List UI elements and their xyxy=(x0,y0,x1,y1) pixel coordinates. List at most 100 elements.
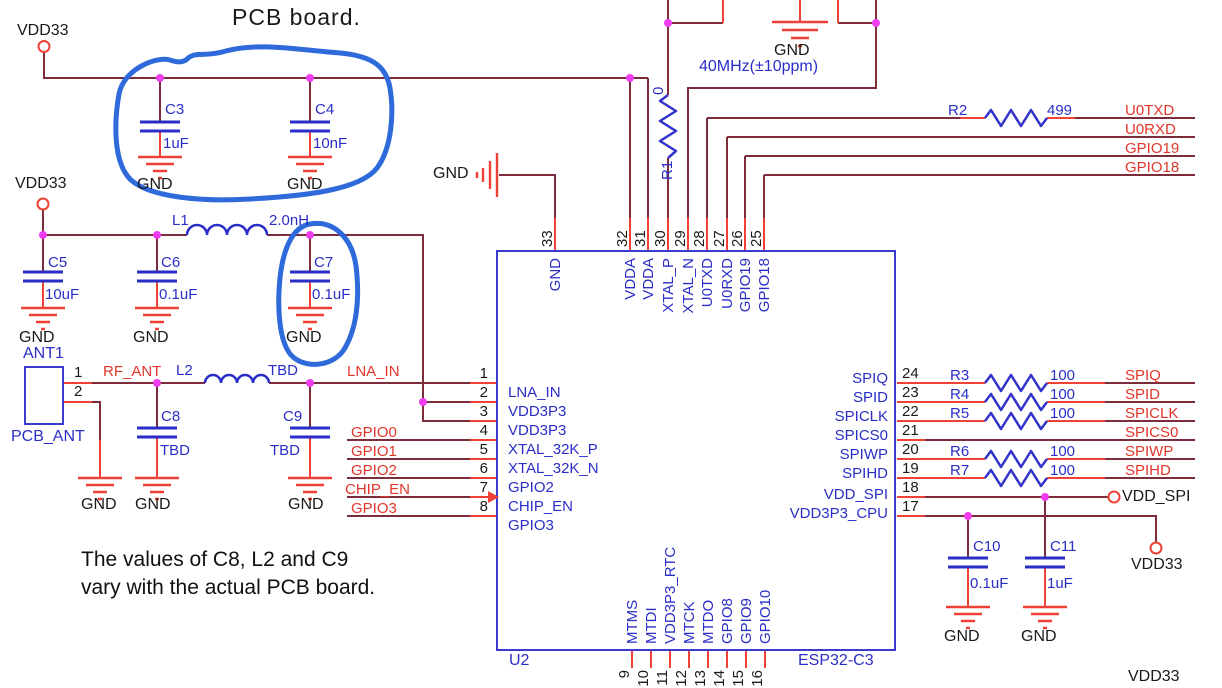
pin-label: U0RXD xyxy=(719,258,736,309)
cap-c4-symbol xyxy=(290,120,330,133)
resistor-ref: R4 xyxy=(950,386,970,403)
cap-ref: C6 xyxy=(161,254,181,271)
inductor-ref: L1 xyxy=(172,212,189,229)
chip-top-pin-labels: GND VDDA VDDA XTAL_P XTAL_N U0TXD U0RXD … xyxy=(547,258,773,314)
chip-part-number: ESP32-C3 xyxy=(798,652,874,669)
pin-label: SPIQ xyxy=(852,370,888,387)
net-label-lna-in: LNA_IN xyxy=(347,363,400,380)
uart-gpio-risers xyxy=(706,118,765,218)
net-label-spiclk: SPICLK xyxy=(1125,405,1179,422)
pin-label: U0TXD xyxy=(699,258,716,307)
uart-gpio-runs xyxy=(707,117,1195,176)
pin-number: 18 xyxy=(902,479,919,496)
pin-number: 28 xyxy=(691,230,708,247)
pin-label: GPIO9 xyxy=(738,598,755,644)
cap-c3-symbol xyxy=(140,120,180,133)
pin-number: 16 xyxy=(749,670,766,687)
vdd33-port-circle xyxy=(37,40,51,53)
gnd-symbol xyxy=(135,476,179,501)
resistor-ref: R2 xyxy=(948,102,968,119)
gnd-symbol xyxy=(288,155,332,180)
ant-pin-number: 2 xyxy=(74,383,83,400)
capacitor-symbols xyxy=(23,120,1065,569)
pin-number: 21 xyxy=(902,422,919,439)
net-label-spiwp: SPIWP xyxy=(1125,443,1174,460)
cap-value: 1uF xyxy=(163,135,189,152)
gnd-symbol xyxy=(78,476,122,501)
inductor-value: 2.0nH xyxy=(269,212,310,229)
chip-bottom-pin-labels: MTMS MTDI VDD3P3_RTC MTCK MTDO GPIO8 GPI… xyxy=(624,547,774,644)
vdd33-port-label: VDD33 xyxy=(15,175,67,192)
net-label-spiq: SPIQ xyxy=(1125,367,1161,384)
cap-c10-symbol xyxy=(948,556,988,569)
inductor-l1-symbol xyxy=(185,223,269,236)
resistor-value: 499 xyxy=(1047,102,1073,119)
resistor-value: 100 xyxy=(1050,405,1076,422)
pin-number: 17 xyxy=(902,498,919,515)
vdd33-port-circle xyxy=(36,197,50,211)
cap-value: 1uF xyxy=(1047,575,1073,592)
crystal-pin-stubs xyxy=(722,0,839,23)
cap-c6-symbol xyxy=(137,270,177,283)
net-label-spics0: SPICS0 xyxy=(1125,424,1179,441)
gnd-leads-rf xyxy=(156,437,311,478)
pin-label: VDDA xyxy=(640,258,657,300)
gnd-symbol xyxy=(1023,605,1067,630)
gnd-label: GND xyxy=(137,176,173,193)
cap-c5-symbol xyxy=(23,270,63,283)
gnd-label: GND xyxy=(433,165,469,182)
pin-label: GPIO8 xyxy=(719,598,736,644)
pin-number: 26 xyxy=(729,230,746,247)
junction-dots xyxy=(39,19,1049,520)
gnd-symbol-crystal xyxy=(772,20,828,48)
gnd-symbol xyxy=(946,605,990,630)
pin-label: CHIP_EN xyxy=(508,498,574,515)
antenna-value: PCB_ANT xyxy=(11,428,85,445)
pin-wires xyxy=(42,0,1105,668)
inductor-value: TBD xyxy=(268,362,298,379)
gnd-label: GND xyxy=(286,329,322,346)
pcb-board-title: PCB board. xyxy=(232,4,361,30)
pin-number: 29 xyxy=(672,230,689,247)
cap-ref: C5 xyxy=(48,254,68,271)
pin-number: 7 xyxy=(479,479,488,496)
ground-symbols xyxy=(21,20,1067,630)
gnd-label: GND xyxy=(81,496,117,513)
pin-label: VDD3P3 xyxy=(508,422,567,439)
cap-value: TBD xyxy=(270,442,300,459)
resistor-r7-symbol xyxy=(984,468,1048,488)
chip-ref: U2 xyxy=(509,652,530,669)
resistor-value: 100 xyxy=(1050,367,1076,384)
cap-c8-symbol xyxy=(137,426,177,439)
net-label-gpio0: GPIO0 xyxy=(351,424,397,441)
pin-number: 8 xyxy=(479,498,488,515)
pin-number: 31 xyxy=(632,230,649,247)
pin-label: XTAL_32K_P xyxy=(508,441,598,458)
pin-number: 12 xyxy=(673,670,690,687)
inductor-symbols xyxy=(185,223,271,384)
pin-number: 11 xyxy=(654,670,671,686)
cap-ref: C10 xyxy=(973,538,1001,555)
gnd-label: GND xyxy=(287,176,323,193)
resistor-r4-symbol xyxy=(984,392,1048,412)
resistor-value: 100 xyxy=(1050,462,1076,479)
resistor-value: 0 xyxy=(650,87,667,95)
gnd-label: GND xyxy=(135,496,171,513)
cap-ref: C3 xyxy=(165,101,185,118)
pin-number: 19 xyxy=(902,460,919,477)
pin-number: 25 xyxy=(748,230,765,247)
gnd-label: GND xyxy=(133,329,169,346)
pin-label: XTAL_N xyxy=(680,258,697,314)
gnd-label: GND xyxy=(1021,628,1057,645)
marker-annotations xyxy=(113,44,395,367)
resistor-ref: R6 xyxy=(950,443,970,460)
net-label-rf-ant: RF_ANT xyxy=(103,363,162,380)
vdd33-rail-top xyxy=(43,52,648,79)
pin-number: 4 xyxy=(479,422,488,439)
pin-label: XTAL_32K_N xyxy=(508,460,599,477)
pin-number: 32 xyxy=(614,230,631,247)
pcb-antenna-body xyxy=(24,366,64,425)
cap-leads-top xyxy=(159,78,311,122)
chip-top-pin-stubs xyxy=(554,218,765,251)
pin-number: 10 xyxy=(635,670,652,687)
